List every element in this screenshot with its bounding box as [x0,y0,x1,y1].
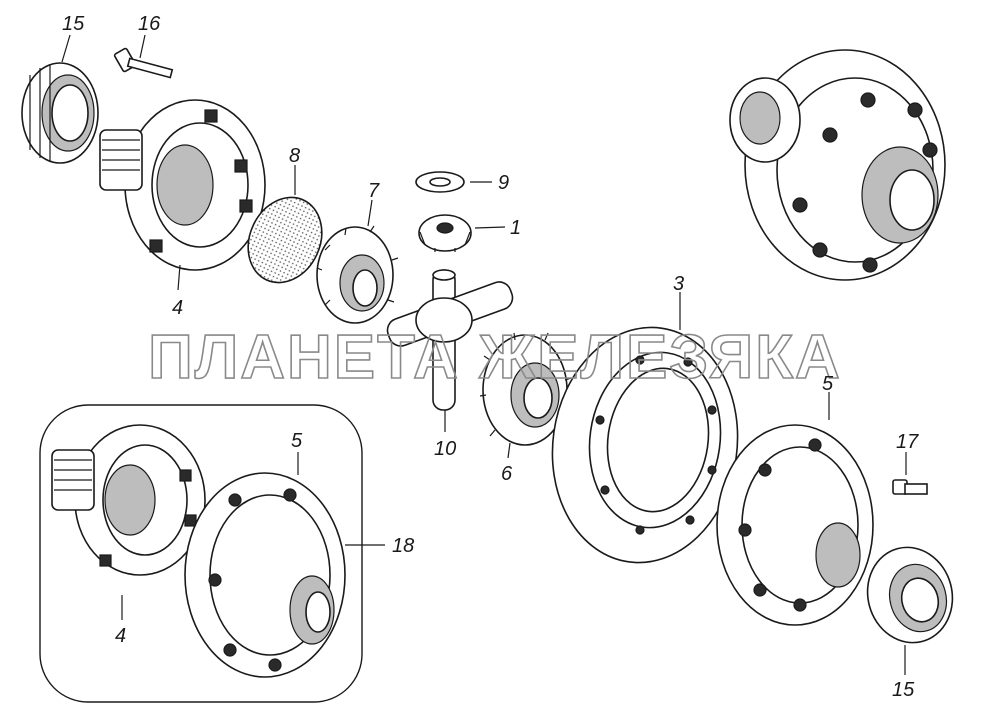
washer-part-8 [247,196,323,284]
housing-half-part-5-right [716,424,874,626]
callout-7: 7 [368,180,380,202]
callout-15-bottom: 15 [892,679,915,701]
housing-half-part-4-top [99,99,266,271]
kit-frame-part-18 [39,404,363,703]
bearing-part-15-bottom [866,546,954,644]
callout-18: 18 [392,535,414,557]
ring-gear-part-3 [551,326,739,564]
callout-17: 17 [896,431,919,453]
callout-8: 8 [289,145,300,167]
spider-cross-part-10 [386,269,514,411]
callout-1: 1 [510,217,521,239]
callout-10: 10 [434,438,456,460]
callout-4-top: 4 [172,297,183,319]
assembled-differential [729,49,946,281]
leader-lines [61,34,907,675]
bolt-part-17 [892,479,928,495]
side-gear-part-6 [479,332,572,446]
callout-9: 9 [498,172,509,194]
callout-3: 3 [673,273,684,295]
side-gear-part-7 [316,225,399,324]
callout-labels: 15 16 8 7 9 1 4 3 5 10 6 5 18 4 17 15 [62,13,919,701]
callout-16: 16 [138,13,161,35]
callout-5-kit: 5 [291,430,303,452]
callout-4-kit: 4 [115,625,126,647]
bolt-part-16 [113,47,174,79]
callout-15-top: 15 [62,13,85,35]
callout-5-right: 5 [822,373,834,395]
housing-half-part-4-kit [51,424,206,576]
thrust-washer-part-9 [415,171,465,193]
bearing-part-15-top [21,62,99,164]
watermark-text: ПЛАНЕТА ЖЕЛЕЗЯКА [148,323,842,392]
housing-half-part-5-kit [184,472,346,678]
callout-6: 6 [501,463,513,485]
pinion-gear-part-1 [418,214,472,252]
